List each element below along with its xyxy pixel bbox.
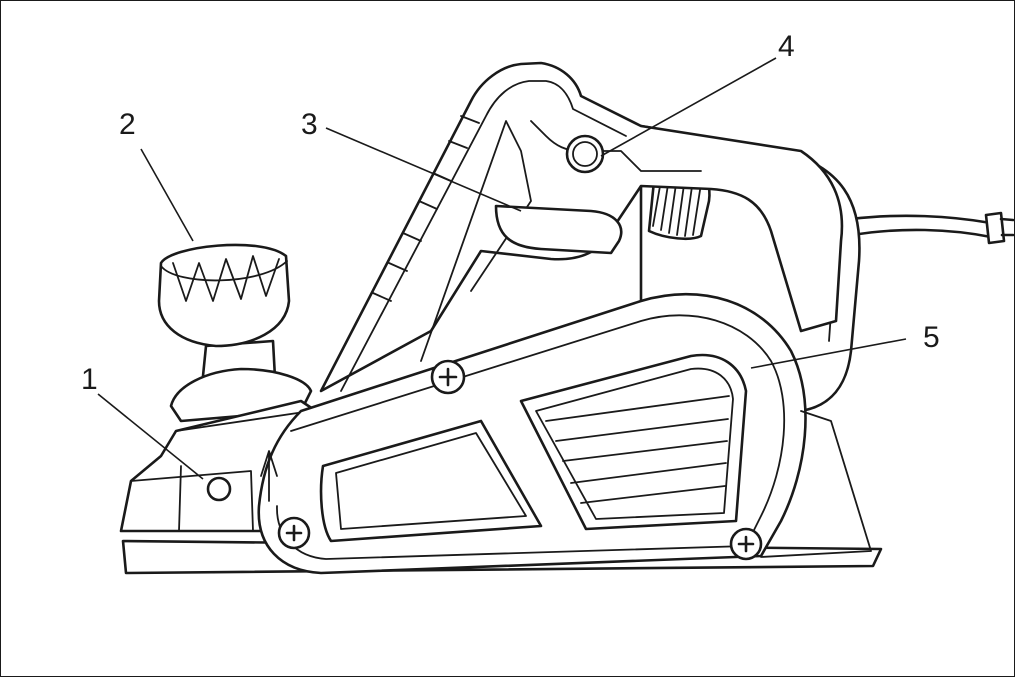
callout-5: 5 — [923, 321, 940, 354]
screw-left — [277, 516, 311, 550]
indicator-dot — [206, 476, 232, 502]
lock-off-button — [565, 134, 605, 174]
callout-leaders — [97, 57, 907, 480]
callout-2: 2 — [119, 108, 136, 141]
callout-3: 3 — [301, 108, 318, 141]
handle — [319, 61, 844, 393]
callout-1: 1 — [81, 363, 98, 396]
belt-cover-screws — [277, 359, 763, 561]
screw-right — [729, 527, 763, 561]
callout-4: 4 — [778, 30, 795, 63]
depth-adjustment-knob — [157, 243, 313, 423]
power-cord — [849, 211, 1014, 245]
screw-top — [430, 359, 466, 395]
belt-cover — [257, 292, 872, 575]
